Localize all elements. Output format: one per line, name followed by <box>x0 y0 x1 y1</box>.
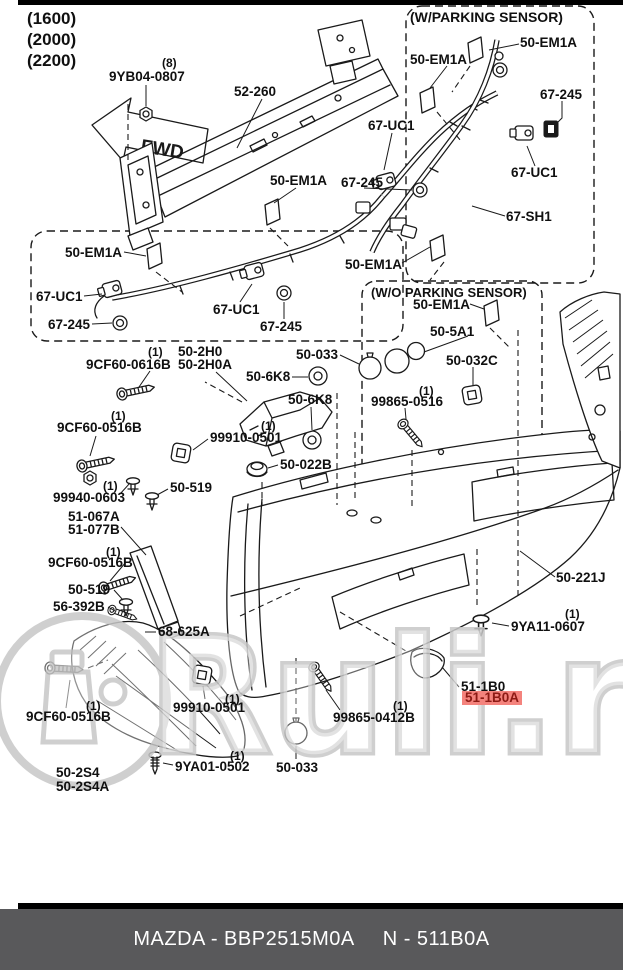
part-label: 50-EM1A <box>270 173 328 188</box>
part-label: 67-UC1 <box>511 165 558 180</box>
part-label: (1) <box>230 749 245 763</box>
part-label: 9YA01-0502 <box>175 759 250 774</box>
part-label: 9CF60-0516B <box>48 555 133 570</box>
watermark-logo-glyph <box>40 649 128 745</box>
part-label: 99940-0603 <box>53 490 126 505</box>
part-label: 50-6K8 <box>288 392 333 407</box>
part-label: (1) <box>111 409 126 423</box>
part-label: (1) <box>148 345 163 359</box>
part-label: 9CF60-0516B <box>26 709 111 724</box>
top-border-bar <box>18 0 623 5</box>
part-label: 67-UC1 <box>368 118 415 133</box>
harness-detail-box <box>30 230 404 342</box>
part-label: 50-221J <box>556 570 606 585</box>
part-label: 67-245 <box>260 319 303 334</box>
clip-50-5a1 <box>406 341 426 361</box>
rear-body-panel <box>559 291 621 469</box>
leader-lines <box>65 43 563 766</box>
part-label: 9YB04-0807 <box>109 69 185 84</box>
part-label: 51-077B <box>68 522 120 537</box>
part-label: 50-EM1A <box>520 35 578 50</box>
part-label: 50-032C <box>446 353 498 368</box>
part-label: (1) <box>103 479 118 493</box>
bottom-border-bar <box>18 903 623 909</box>
part-label: 67-245 <box>341 175 384 190</box>
reflector-51-1b0 <box>410 647 445 679</box>
part-label: 50-5A1 <box>430 324 475 339</box>
footer-bar: MAZDA - BBP2515M0A N - 511B0A <box>0 909 623 970</box>
part-label: 67-SH1 <box>506 209 552 224</box>
part-label: 50-EM1A <box>413 297 471 312</box>
part-label: 9CF60-0516B <box>57 420 142 435</box>
footer-brand-code: MAZDA - BBP2515M0A <box>133 928 355 950</box>
part-label: 50-519 <box>68 582 111 597</box>
part-label: 9YA11-0607 <box>511 619 585 634</box>
part-label: 67-245 <box>48 317 91 332</box>
part-label: 67-UC1 <box>36 289 83 304</box>
with-parking-sensor-box <box>405 5 595 284</box>
part-label: 50-2S4A <box>56 779 110 794</box>
part-label: 67-UC1 <box>213 302 260 317</box>
part-label: 52-260 <box>234 84 277 99</box>
part-label: (8) <box>162 56 177 70</box>
part-label: 56-392B <box>53 599 105 614</box>
part-label: (1) <box>86 699 101 713</box>
part-label: (1) <box>393 699 408 713</box>
watermark-text: Ruli.ru <box>148 603 623 790</box>
part-label: 50-022B <box>280 457 332 472</box>
part-label: 99910-0501 <box>210 430 283 445</box>
footer-part-number: N - 511B0A <box>382 928 490 950</box>
part-label: 50-EM1A <box>345 257 403 272</box>
assembly-dashed-lines <box>87 65 519 721</box>
part-label: 99865-0516 <box>371 394 444 409</box>
part-label: 51-067A <box>68 509 120 524</box>
part-label: 67-245 <box>540 87 583 102</box>
part-label: 50-033 <box>296 347 339 362</box>
part-label: (1) <box>106 545 121 559</box>
part-label: 99865-0412B <box>333 710 415 725</box>
part-label: (2000) <box>27 30 77 49</box>
part-label: 50-EM1A <box>65 245 123 260</box>
parking-sensor-harness <box>369 39 508 254</box>
part-label: (1) <box>261 419 276 433</box>
part-label: 50-2H0A <box>178 357 233 372</box>
part-label: 68-625A <box>158 624 210 639</box>
part-label-highlighted: 51-1B0A <box>462 690 523 706</box>
part-label: 50-6K8 <box>246 369 291 384</box>
clip-50-5a1 <box>384 348 410 374</box>
part-label: (W/PARKING SENSOR) <box>410 9 563 25</box>
part-label: 50-2H0 <box>178 344 223 359</box>
part-label: 50-519 <box>170 480 213 495</box>
part-label: 51-1B0 <box>461 679 506 694</box>
part-label: 99910-0501 <box>173 700 246 715</box>
beam-52-260 <box>119 19 399 251</box>
part-label: (W/O PARKING SENSOR) <box>371 285 527 300</box>
part-label: (2200) <box>27 51 77 70</box>
part-label: 50-EM1A <box>410 52 468 67</box>
part-label: (1) <box>565 607 580 621</box>
bracket-50-2h0 <box>239 391 333 457</box>
part-label: 50-033 <box>276 760 319 775</box>
part-label: (1600) <box>27 9 77 28</box>
part-label: (1) <box>225 692 240 706</box>
part-label: (1) <box>419 384 434 398</box>
watermark: Ruli.ru <box>0 600 623 794</box>
part-label: 9CF60-0616B <box>86 357 171 372</box>
part-label: 50-2S4 <box>56 765 100 780</box>
